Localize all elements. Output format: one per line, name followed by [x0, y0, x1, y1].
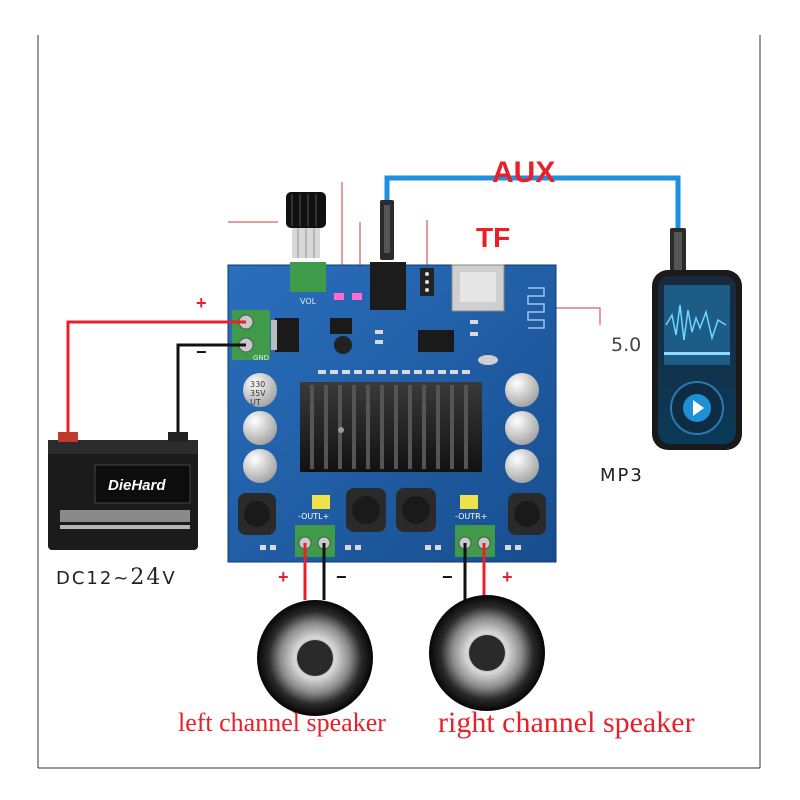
- cap-line-2: 35V: [250, 389, 266, 398]
- right-speaker-label: right channel speaker: [438, 706, 695, 739]
- speaker-wires: [303, 543, 486, 600]
- mp3-label: MP3: [600, 465, 644, 486]
- battery-brand: DieHard: [108, 477, 166, 494]
- capacitors-left: [243, 373, 277, 483]
- mp3-player: [652, 270, 742, 450]
- right-minus-sign: −: [442, 567, 453, 587]
- right-speaker: [429, 595, 545, 711]
- car-battery: DieHard: [48, 432, 198, 550]
- volume-label: VOL: [300, 297, 317, 306]
- battery-wires: [66, 320, 246, 440]
- cap-line-1: 330: [250, 380, 266, 389]
- cap-line-3: UT: [250, 398, 261, 407]
- capacitor-text-left: 330 35V UT: [250, 380, 266, 407]
- bluetooth-version-label: 5.0: [611, 334, 642, 356]
- power-terminal-label: GND: [253, 354, 269, 362]
- power-range-prefix: DC12~: [56, 568, 131, 589]
- left-speaker-label: left channel speaker: [178, 708, 386, 737]
- right-plus-sign: +: [502, 567, 513, 587]
- out-left-label: -OUTL+: [298, 512, 329, 521]
- battery-minus-sign: −: [196, 342, 207, 362]
- capacitors-right: [505, 373, 539, 483]
- left-speaker: [257, 600, 373, 716]
- left-minus-sign: −: [336, 567, 347, 587]
- power-range-value: 24: [130, 565, 163, 590]
- power-range-label: DC12~24V: [56, 565, 177, 590]
- tf-label: TF: [476, 222, 511, 253]
- left-plus-sign: +: [278, 567, 289, 587]
- out-right-label: -OUTR+: [455, 512, 487, 521]
- amplifier-board: VOL GND: [227, 262, 557, 563]
- battery-plus-sign: +: [196, 293, 207, 313]
- aux-cable: [380, 175, 686, 283]
- aux-label: AUX: [492, 156, 556, 189]
- power-range-unit: V: [162, 568, 177, 589]
- volume-knob: [286, 192, 326, 258]
